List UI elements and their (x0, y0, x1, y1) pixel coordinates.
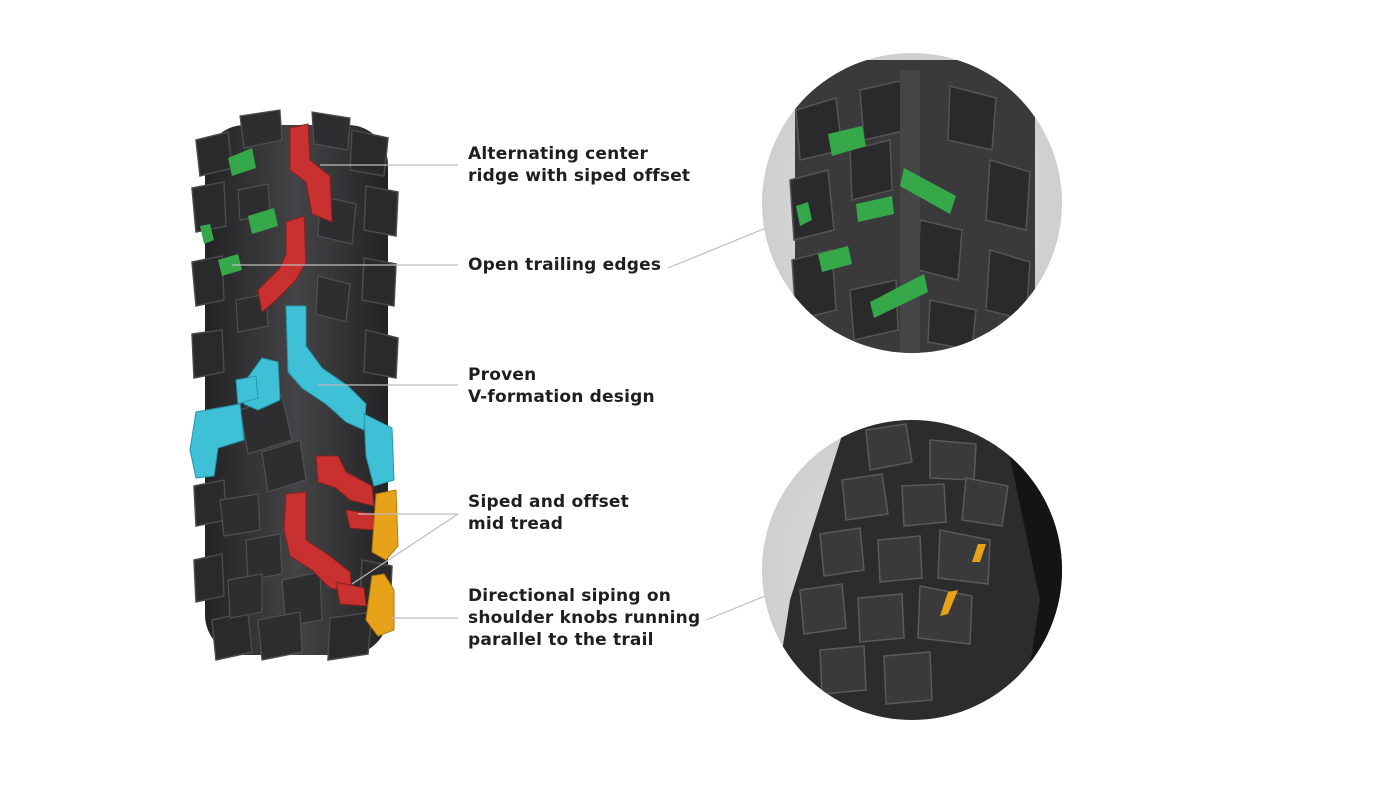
callout-line: ridge with siped offset (468, 166, 691, 186)
callout-line: parallel to the trail (468, 630, 654, 650)
callout-line: Siped and offset (468, 492, 629, 512)
leader-line-zoom-top (667, 227, 767, 269)
trailing-edge-knob (228, 148, 256, 176)
center-ridge-knob (289, 123, 333, 223)
callout-line: Open trailing edges (468, 255, 662, 275)
trailing-edge-highlight (900, 168, 956, 214)
trailing-edge-knobs (200, 148, 278, 276)
trailing-edge-highlight (796, 202, 812, 226)
center-ridge-knob (335, 581, 367, 607)
v-formation-knobs (189, 305, 395, 487)
center-ridge-knob (345, 509, 375, 531)
trailing-edge-knob (248, 208, 278, 234)
callout-line: V-formation design (468, 387, 655, 407)
callout-line: Directional siping on (468, 586, 671, 606)
leader-line-zoom-bottom (705, 593, 771, 621)
shoulder-siping-highlight (972, 544, 986, 562)
callout-line: Proven (468, 365, 537, 385)
center-ridge-knobs (257, 123, 375, 607)
shoulder-siping-knob (365, 573, 395, 637)
shoulder-siping-knobs (365, 489, 399, 637)
callout-shoulder-siping: Directional siping on shoulder knobs run… (468, 585, 700, 651)
trailing-edge-knob (200, 224, 214, 244)
callout-mid-tread: Siped and offset mid tread (468, 491, 629, 535)
side-knobs-left (191, 131, 253, 661)
callout-v-formation: Proven V-formation design (468, 364, 655, 408)
callout-line: Alternating center (468, 144, 649, 164)
leader-lines (232, 164, 771, 621)
v-formation-knob (235, 375, 259, 405)
callout-trailing-edges: Open trailing edges (468, 254, 661, 276)
center-ridge-knob (315, 455, 375, 507)
zoom-shoulder-siping (762, 420, 1062, 720)
leader-line-mid-tread-b (351, 513, 459, 585)
zoom-trailing-edges (762, 53, 1062, 353)
callout-line: shoulder knobs running (468, 608, 701, 628)
tire-tread-main (189, 109, 399, 661)
shoulder-siping-knob (371, 489, 399, 561)
trailing-edge-highlight (828, 126, 866, 156)
v-formation-knob (363, 413, 395, 487)
trailing-edge-highlight (870, 274, 928, 318)
callout-center-ridge: Alternating center ridge with siped offs… (468, 143, 690, 187)
trailing-edge-highlight (856, 196, 894, 222)
shoulder-siping-highlight (940, 590, 958, 616)
trailing-edge-highlight (818, 246, 852, 272)
v-formation-knob (189, 403, 245, 479)
center-ridge-knob (257, 215, 307, 313)
callout-line: mid tread (468, 514, 564, 534)
trailing-edge-knob (218, 254, 242, 276)
